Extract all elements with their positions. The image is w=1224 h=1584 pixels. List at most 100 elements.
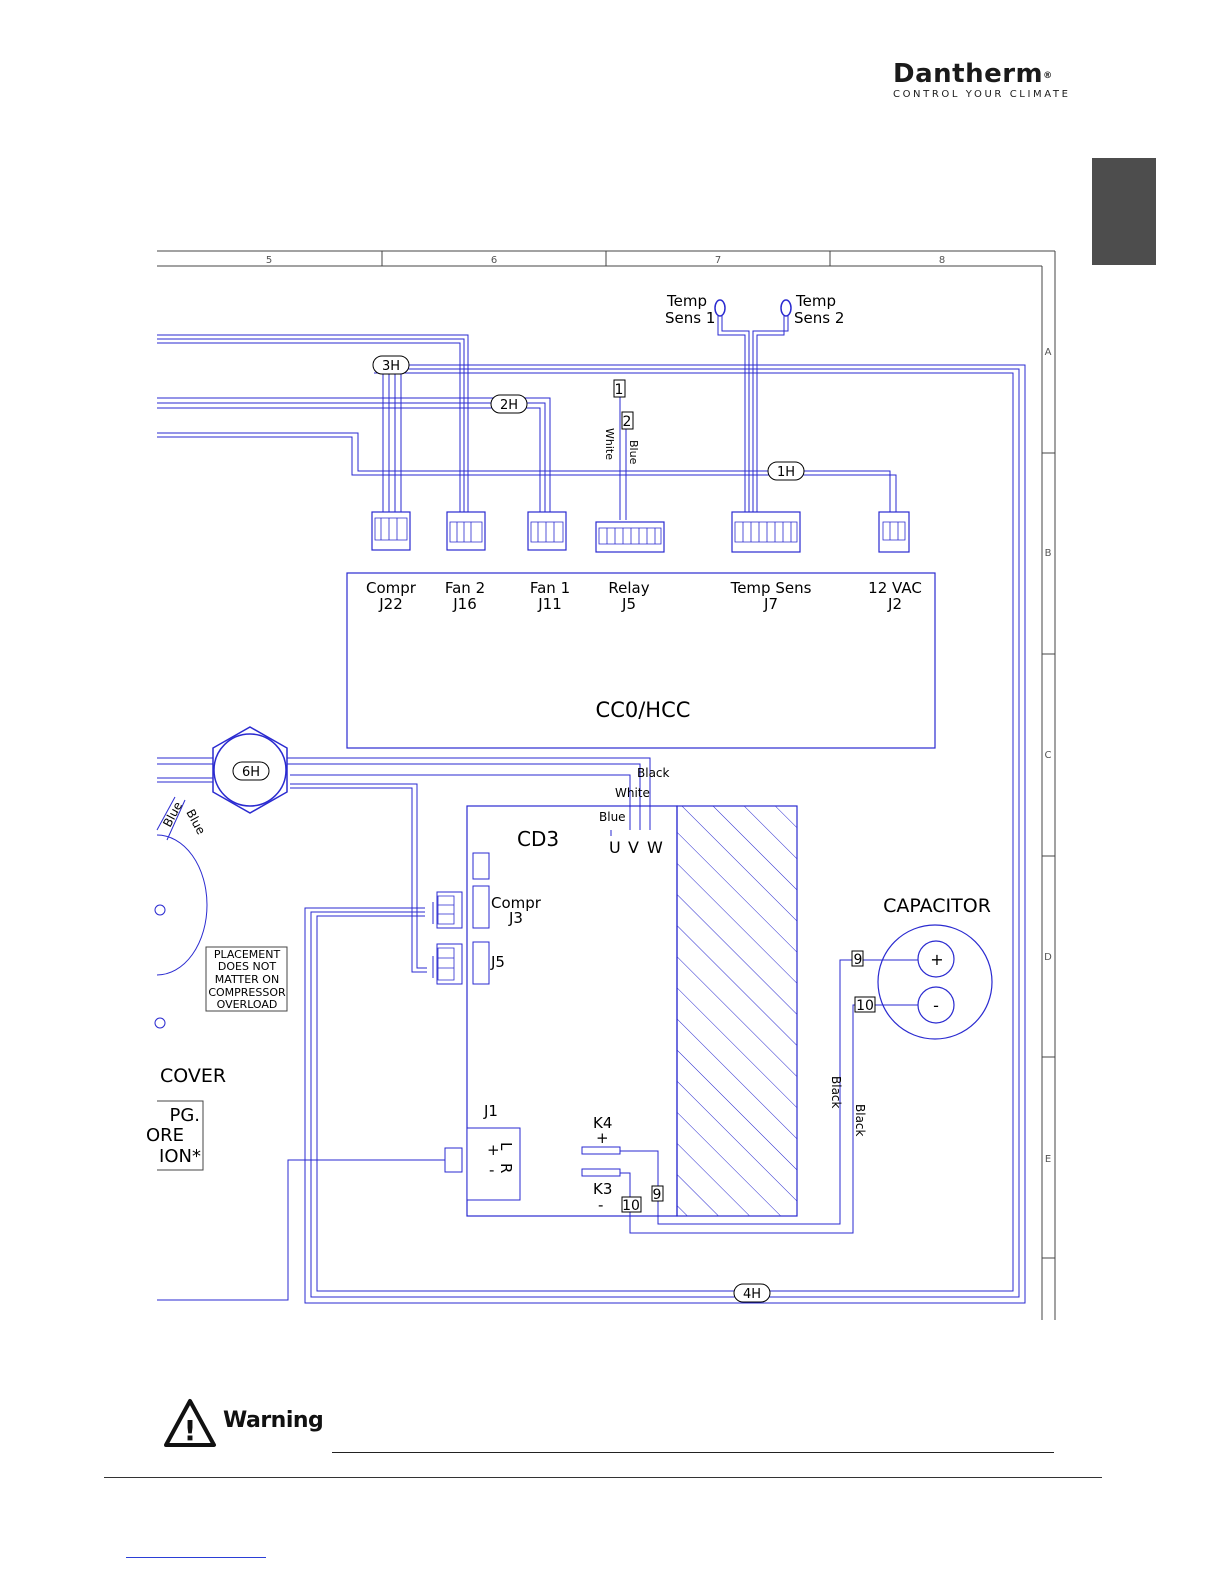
relay-wire-blue: Blue <box>627 440 640 465</box>
col-label: 7 <box>715 255 721 266</box>
cd3-phase-u: U <box>609 838 621 857</box>
temp-sensor-1 <box>714 299 726 317</box>
controller-connectors <box>371 511 910 553</box>
capacitor-wire-black-2: Black <box>853 1104 867 1137</box>
connector-j16-name: Fan 2 <box>445 579 485 597</box>
temp-sensor-1-line2: Sens 1 <box>665 309 715 327</box>
cd3-compr-name: Compr <box>491 894 542 912</box>
cd3-heatsink <box>676 805 798 1217</box>
cd3-j1-minus: - <box>489 1161 494 1179</box>
temp-sensor-2-line2: Sens 2 <box>794 309 844 327</box>
cover-note-line: ORE <box>146 1125 184 1146</box>
cd3-pin-9: 9 <box>653 1187 662 1203</box>
warning-symbol: ! <box>184 1414 197 1447</box>
capacitor-pin-10: 10 <box>856 998 874 1014</box>
compressor-wire-blue-2: Blue <box>183 807 208 837</box>
connector-j11 <box>527 511 567 551</box>
wire-white-label: White <box>615 786 650 800</box>
warning-notice: ! Warning <box>163 1398 333 1450</box>
harness-1h-label: 1H <box>777 465 795 480</box>
placement-note-line: COMPRESSOR <box>208 986 286 999</box>
wire-blue-label: Blue <box>599 810 626 824</box>
harness-1h-tag <box>767 461 805 481</box>
connector-j2-id: J2 <box>887 595 902 613</box>
placement-note-line: MATTER ON <box>215 973 279 986</box>
connector-j11-name: Fan 1 <box>530 579 570 597</box>
connector-j22-id: J22 <box>378 595 403 613</box>
cd3-k3-sign: - <box>598 1196 603 1214</box>
connector-j2-name: 12 VAC <box>868 579 922 597</box>
warning-icon: ! <box>164 1399 216 1447</box>
placement-note-line: DOES NOT <box>218 960 276 973</box>
brand-logo: Dantherm® CONTROL YOUR CLIMATE <box>893 60 1083 100</box>
cover-note-box <box>157 1100 204 1171</box>
connector-j2 <box>878 511 910 553</box>
drawing-frame <box>157 250 1056 1320</box>
placement-note-line: PLACEMENT <box>214 948 281 961</box>
cd3-pin-10: 10 <box>622 1198 640 1214</box>
harness-3h-label: 3H <box>382 359 400 374</box>
warning-divider <box>332 1452 1054 1453</box>
connector-j7 <box>731 511 801 553</box>
col-label: 5 <box>266 255 272 266</box>
placement-note-line: OVERLOAD <box>217 998 278 1011</box>
row-label: A <box>1045 347 1052 358</box>
cd3-phase-w: W <box>647 838 663 857</box>
brand-name: Dantherm® <box>893 59 1053 89</box>
wire-black-label: Black <box>637 766 670 780</box>
cd3-k4-sign: + <box>596 1129 609 1147</box>
cover-note-line: PG. <box>169 1105 200 1126</box>
controller-board <box>346 572 936 749</box>
capacitor-plus-terminal <box>917 940 955 978</box>
capacitor-title: CAPACITOR <box>883 895 991 917</box>
connector-j11-id: J11 <box>537 595 562 613</box>
relay-pin-1-box <box>613 379 626 398</box>
col-label: 8 <box>939 255 945 266</box>
connector-j22-name: Compr <box>366 579 417 597</box>
row-label: B <box>1045 548 1052 559</box>
footer-link-underline[interactable] <box>126 1557 266 1558</box>
cover-note-line: ION* <box>159 1146 201 1167</box>
brand-tagline: CONTROL YOUR CLIMATE <box>893 89 1071 100</box>
relay-pin-2-box <box>621 411 634 430</box>
capacitor-plus: + <box>930 950 943 969</box>
relay-pin-2: 2 <box>623 414 632 430</box>
harness-3h-tag <box>372 355 410 375</box>
connector-j7-id: J7 <box>763 595 778 613</box>
temp-sensor-1-line1: Temp <box>666 292 707 310</box>
temp-sensor-2 <box>780 299 792 317</box>
cd3-phase-v: V <box>628 838 639 857</box>
col-label: 6 <box>491 255 497 266</box>
cd3-j1-plus: + <box>487 1141 500 1159</box>
cd3-j1-r: R <box>497 1163 515 1173</box>
row-label: D <box>1044 952 1052 963</box>
connector-j16-id: J16 <box>452 595 477 613</box>
wires <box>154 310 1026 1304</box>
cd3-compr-id: J3 <box>508 909 523 927</box>
capacitor-body <box>877 924 993 1040</box>
compressor-wire-blue-1: Blue <box>160 799 185 829</box>
relay-pin-1: 1 <box>615 382 624 398</box>
capacitor-pin-9: 9 <box>854 952 863 968</box>
connector-j16 <box>446 511 486 551</box>
cd3-name: CD3 <box>517 827 559 851</box>
connector-j7-name: Temp Sens <box>730 579 812 597</box>
cd3-j1: J1 <box>483 1102 498 1120</box>
controller-name: CC0/HCC <box>596 698 691 722</box>
temp-sensor-2-line1: Temp <box>795 292 836 310</box>
connector-j5-name: Relay <box>608 579 649 597</box>
section-tab <box>1092 158 1156 265</box>
placement-note-box <box>205 946 288 1012</box>
capacitor-minus-terminal <box>917 986 955 1024</box>
connector-j5-id: J5 <box>621 595 636 613</box>
cover-title: COVER <box>160 1065 226 1087</box>
connector-j5 <box>595 521 665 553</box>
row-label: E <box>1045 1154 1051 1165</box>
harness-4h-label: 4H <box>743 1287 761 1302</box>
harness-4h-tag <box>733 1283 771 1303</box>
cd3-j1-l: L <box>497 1142 515 1151</box>
capacitor-wire-black-1: Black <box>829 1076 843 1109</box>
harness-2h-label: 2H <box>500 398 518 413</box>
footer-divider <box>104 1477 1102 1478</box>
